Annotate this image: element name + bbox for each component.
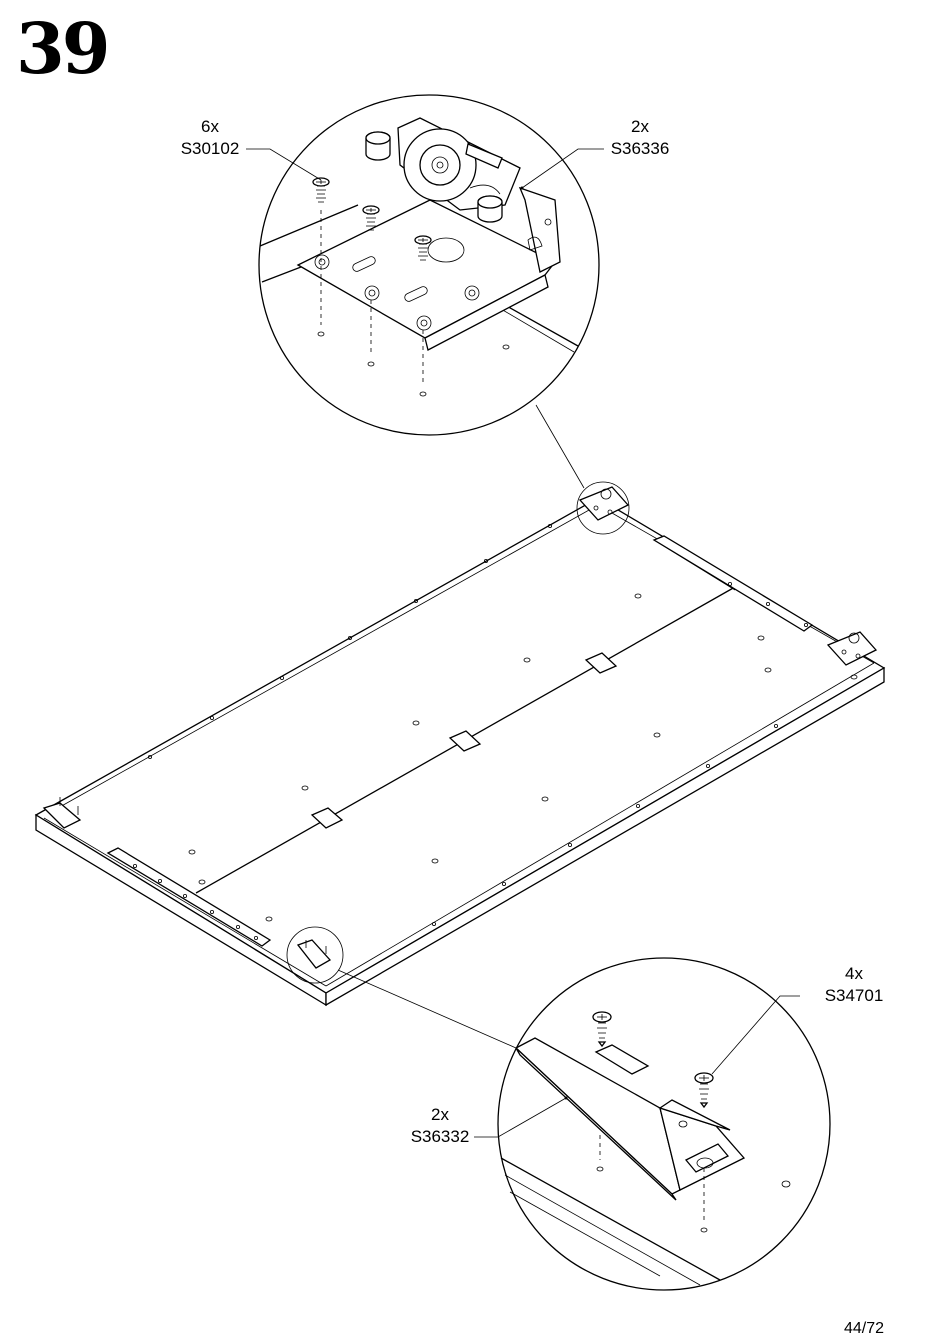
callout-s36332: 2x S36332 (402, 1104, 478, 1148)
detail-leader-top (536, 405, 584, 488)
callout-code: S36336 (602, 138, 678, 160)
callout-s30102: 6x S30102 (172, 116, 248, 160)
callout-code: S30102 (172, 138, 248, 160)
detail-leader-front (338, 970, 516, 1048)
page-number: 44/72 (844, 1320, 884, 1338)
l-bracket (516, 1038, 744, 1200)
callout-code: S34701 (816, 985, 892, 1007)
detail-view-bottom (474, 958, 830, 1290)
corner-bracket-front (298, 940, 330, 968)
callout-qty: 2x (402, 1104, 478, 1126)
bed-base-panel (36, 487, 884, 1005)
callout-code: S36332 (402, 1126, 478, 1148)
detail-view-top (246, 95, 604, 435)
corner-hardware-top (580, 487, 628, 520)
callout-qty: 4x (816, 963, 892, 985)
callout-qty: 2x (602, 116, 678, 138)
callout-s36336: 2x S36336 (602, 116, 678, 160)
callout-qty: 6x (172, 116, 248, 138)
callout-s34701: 4x S34701 (816, 963, 892, 1007)
